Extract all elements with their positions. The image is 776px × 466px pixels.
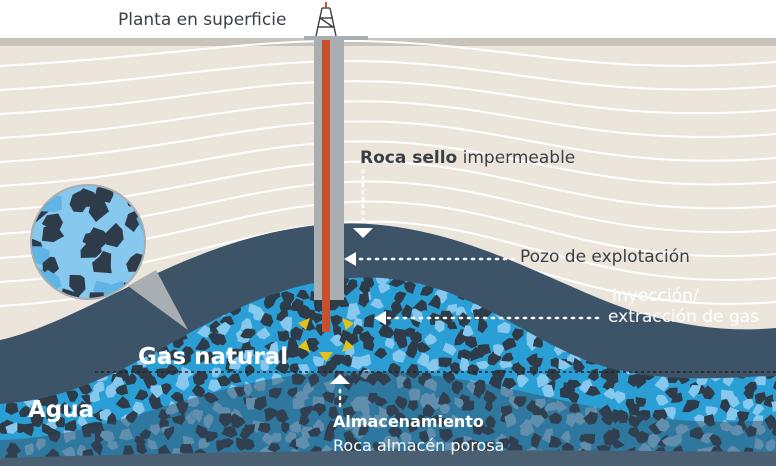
seal-rock-label-bold: Roca sello — [360, 148, 458, 168]
injection-label-line2: extracción de gas — [608, 307, 760, 327]
storage-arrow — [330, 374, 350, 384]
seal-rock-arrow — [353, 228, 373, 238]
injection-arrow — [374, 311, 386, 325]
natural-gas-label: Gas natural — [138, 344, 289, 370]
bottom-layer — [0, 450, 776, 466]
surface-plant-label: Planta en superficie — [118, 10, 287, 30]
well-tube — [322, 40, 330, 332]
seal-rock-label: Roca sello impermeable — [360, 150, 575, 167]
well-arrow — [344, 252, 356, 266]
porous-rock-label: Roca almacén porosa — [333, 436, 505, 455]
water-zone — [0, 371, 776, 466]
drilling-rig-icon — [315, 2, 337, 37]
storage-label: Almacenamiento — [333, 412, 484, 431]
flow-arrows-icon — [298, 318, 354, 362]
injection-label-line1: Inyección/ — [612, 286, 699, 306]
seal-rock-label-rest: impermeable — [457, 148, 576, 168]
magnifier-circle-icon — [30, 184, 188, 330]
well-head-platform — [304, 36, 368, 40]
well-label: Pozo de explotación — [520, 247, 690, 267]
sky — [0, 0, 776, 40]
water-label: Agua — [28, 397, 95, 423]
